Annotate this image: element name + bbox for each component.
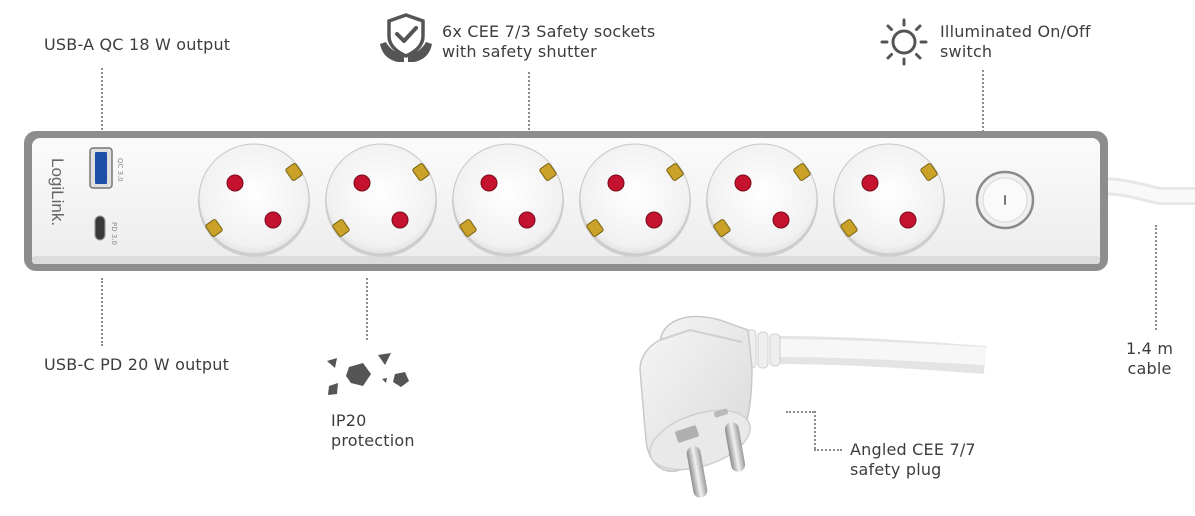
socket-5 (706, 143, 818, 257)
earth-clip-top (920, 163, 938, 181)
shield-hands-icon (380, 13, 432, 62)
earth-clip-top (539, 163, 557, 181)
switch-label: Illuminated On/Off switch (940, 22, 1091, 62)
plug-label: Angled CEE 7/7 safety plug (850, 440, 976, 480)
pd-mark: PD 3.0 (110, 222, 118, 245)
usb-c-leader (101, 278, 103, 346)
earth-clip-bottom (586, 219, 604, 237)
cable-label: 1.4 m cable (1126, 339, 1173, 379)
socket-face (706, 143, 818, 255)
earth-clip-bottom (332, 219, 350, 237)
socket-1 (198, 143, 310, 257)
brand-logo: LogiLink. (48, 158, 67, 226)
socket-4 (579, 143, 691, 257)
pin-hole-left (480, 174, 498, 192)
switch-label-line2: switch (940, 42, 993, 61)
shards-icon (327, 353, 409, 395)
ip-label: IP20 protection (331, 411, 415, 451)
cable-label-line1: 1.4 m (1126, 339, 1174, 358)
cable-label-line2: cable (1127, 359, 1172, 378)
earth-clip-bottom (713, 219, 731, 237)
cable-leader (1155, 225, 1157, 330)
sockets-leader (528, 72, 530, 138)
pin-hole-left (226, 174, 244, 192)
plug-leader-v (814, 411, 816, 449)
socket-face (833, 143, 945, 255)
pin-hole-left (353, 174, 371, 192)
plug-label-line1: Angled CEE 7/7 (850, 440, 976, 459)
usb-a-label: USB-A QC 18 W output (44, 35, 231, 54)
plug-pin-right (724, 422, 746, 472)
pin-hole-left (734, 174, 752, 192)
ip-label-line1: IP20 (331, 411, 367, 430)
switch-indicator (1004, 195, 1006, 205)
usb-c-label: USB-C PD 20 W output (44, 355, 230, 374)
earth-clip-top (666, 163, 684, 181)
earth-clip-top (285, 163, 303, 181)
pin-hole-left (607, 174, 625, 192)
ip-label-line2: protection (331, 431, 415, 450)
qc-mark: QC 3.0 (116, 158, 124, 182)
earth-clip-top (412, 163, 430, 181)
sockets-label-line1: 6x CEE 7/3 Safety sockets (442, 22, 656, 41)
sockets-label: 6x CEE 7/3 Safety sockets with safety sh… (442, 22, 655, 62)
socket-6 (833, 143, 945, 257)
switch-label-line1: Illuminated On/Off (940, 22, 1091, 41)
plug-pin-left (686, 446, 708, 498)
pin-hole-right (645, 211, 663, 229)
plug-leader-h (786, 411, 814, 413)
earth-clip-top (793, 163, 811, 181)
socket-3 (452, 143, 564, 257)
sun-icon (880, 18, 928, 66)
pin-hole-right (772, 211, 790, 229)
pin-hole-left (861, 174, 879, 192)
plug-leader-h2 (814, 449, 842, 451)
socket-2 (325, 143, 437, 257)
socket-face (579, 143, 691, 255)
earth-clip-bottom (459, 219, 477, 237)
pin-hole-right (518, 211, 536, 229)
pin-hole-right (264, 211, 282, 229)
sockets-label-line2: with safety shutter (442, 42, 597, 61)
ip-leader (366, 278, 368, 340)
earth-clip-bottom (205, 219, 223, 237)
usb-a-leader (101, 68, 103, 138)
pin-hole-right (391, 211, 409, 229)
usb-c-port (94, 215, 106, 241)
socket-face (452, 143, 564, 255)
socket-face (198, 143, 310, 255)
earth-clip-bottom (840, 219, 858, 237)
socket-face (325, 143, 437, 255)
plug-label-line2: safety plug (850, 460, 942, 479)
power-switch[interactable] (974, 165, 1036, 235)
pin-hole-right (899, 211, 917, 229)
sockets-row (198, 143, 945, 257)
switch-leader (982, 70, 984, 156)
port-panel: LogiLink. QC 3.0 PD 3.0 (48, 147, 124, 245)
